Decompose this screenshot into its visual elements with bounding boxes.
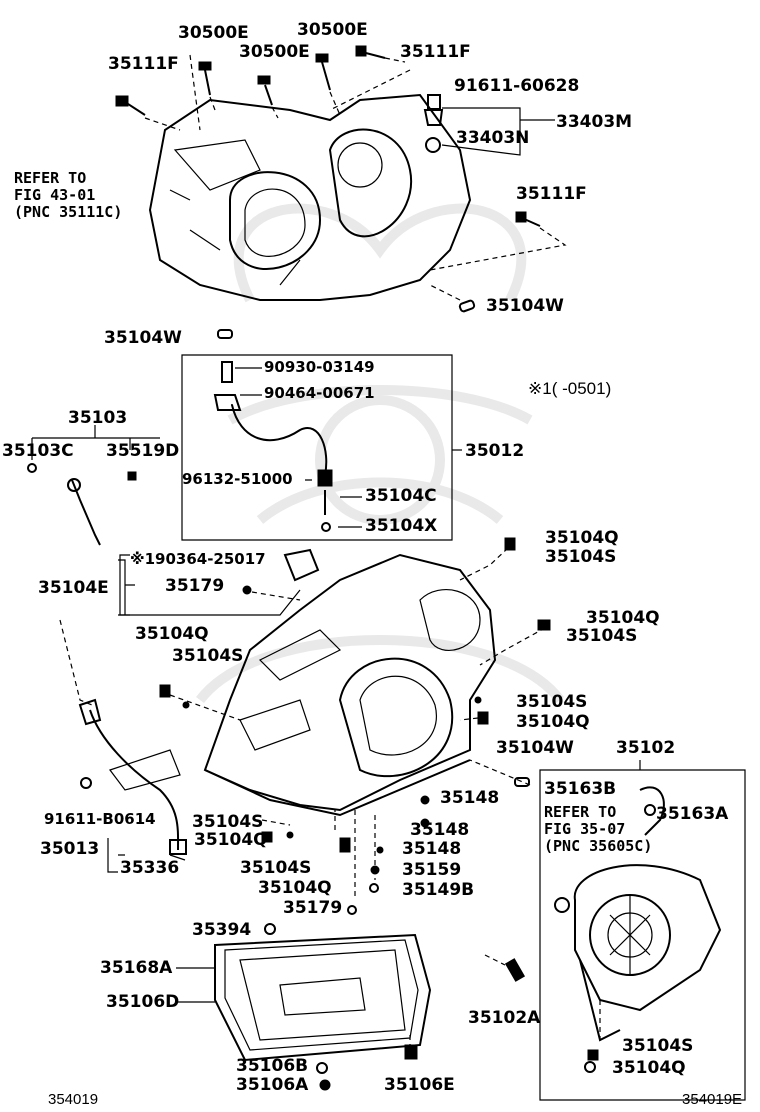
label-35104s-c: 35104S [172, 646, 244, 666]
label-35104q-a: 35104Q [545, 528, 619, 548]
label-35102a: 35102A [468, 1008, 541, 1028]
dipstick [27, 425, 301, 616]
label-90464-00671: 90464-00671 [264, 384, 375, 402]
label-35163a: 35163A [656, 804, 729, 824]
label-35106b: 35106B [236, 1056, 309, 1076]
note-refer-fig-35-07: REFER TO FIG 35-07 (PNC 35605C) [544, 803, 653, 855]
label-35394: 35394 [192, 920, 252, 940]
pin-35104w-lower [514, 777, 530, 787]
label-90930-03149: 90930-03149 [264, 358, 375, 376]
label-35159: 35159 [402, 860, 462, 880]
label-35168a: 35168A [100, 958, 173, 978]
label-35148-b: 35148 [410, 820, 470, 840]
pin-35104w-right [458, 299, 476, 313]
label-190364-25017: ※190364-25017 [130, 550, 266, 568]
label-35519d: 35519D [106, 441, 180, 461]
watermark-logo [196, 203, 564, 704]
label-91611-b0614: 91611-B0614 [44, 810, 156, 828]
label-30500e-b: 30500E [297, 20, 368, 40]
pin-35104w-left [217, 329, 233, 339]
label-35104s-f: 35104S [240, 858, 312, 878]
label-35106e: 35106E [384, 1075, 455, 1095]
label-35104w-c: 35104W [496, 738, 574, 758]
label-35104q-g: 35104Q [612, 1058, 686, 1078]
label-35104q-e: 35104Q [194, 830, 268, 850]
transaxle-housing [148, 93, 472, 301]
label-33403n: 33403N [456, 128, 530, 148]
label-35149b: 35149B [402, 880, 475, 900]
case-bolts [59, 537, 551, 786]
label-35106a: 35106A [236, 1075, 309, 1095]
label-35104w-b: 35104W [104, 328, 182, 348]
plug-assembly [423, 94, 555, 156]
label-35012: 35012 [465, 441, 525, 461]
label-33403m: 33403M [556, 112, 633, 132]
housing-bolts [115, 45, 567, 301]
label-35104s-e: 35104S [192, 812, 264, 832]
breather-group [181, 354, 462, 541]
label-96132-51000: 96132-51000 [182, 470, 293, 488]
bolt-35102a-leader [484, 954, 506, 966]
label-35111f-c: 35111F [516, 184, 587, 204]
oil-filler-tube [78, 698, 187, 873]
label-35013: 35013 [40, 839, 100, 859]
footer-code-left: 354019 [48, 1091, 99, 1108]
label-91611-60628: 91611-60628 [454, 76, 580, 96]
case-small-parts [261, 795, 430, 915]
label-35336: 35336 [120, 858, 180, 878]
label-35106d: 35106D [106, 992, 180, 1012]
label-35104s-d: 35104S [516, 692, 588, 712]
label-35104x: 35104X [365, 516, 438, 536]
plug-35179-upper [242, 585, 252, 595]
footer-code-right: 354019E [682, 1091, 743, 1108]
label-35104q-f: 35104Q [258, 878, 332, 898]
label-35103c: 35103C [2, 441, 74, 461]
label-35111f-a: 35111F [108, 54, 179, 74]
bolt-35102a [504, 958, 526, 982]
label-35148-c: 35148 [402, 839, 462, 859]
label-35104c: 35104C [365, 486, 437, 506]
note-refer-fig-43-01: REFER TO FIG 43-01 (PNC 35111C) [14, 169, 123, 221]
label-35163b: 35163B [544, 779, 617, 799]
label-30500e-c: 30500E [239, 42, 310, 62]
label-variant-note: ※1( -0501) [528, 379, 612, 398]
plug-190364 [283, 548, 320, 582]
label-35104e: 35104E [38, 578, 109, 598]
label-35104q-b: 35104Q [586, 608, 660, 628]
label-35102: 35102 [616, 738, 676, 758]
oil-pan [176, 923, 432, 1091]
extension-housing-group [539, 760, 746, 1101]
label-35111f-b: 35111F [400, 42, 471, 62]
label-35104s-g: 35104S [622, 1036, 694, 1056]
label-35148-a: 35148 [440, 788, 500, 808]
label-35104s-b: 35104S [566, 626, 638, 646]
label-35104s-a: 35104S [545, 547, 617, 567]
label-35104q-d: 35104Q [516, 712, 590, 732]
label-35104w-a: 35104W [486, 296, 564, 316]
transaxle-case [203, 553, 497, 817]
label-35179-b: 35179 [283, 898, 343, 918]
label-35104q-c: 35104Q [135, 624, 209, 644]
label-30500e-a: 30500E [178, 23, 249, 43]
label-35103: 35103 [68, 408, 128, 428]
label-35179-a: 35179 [165, 576, 225, 596]
